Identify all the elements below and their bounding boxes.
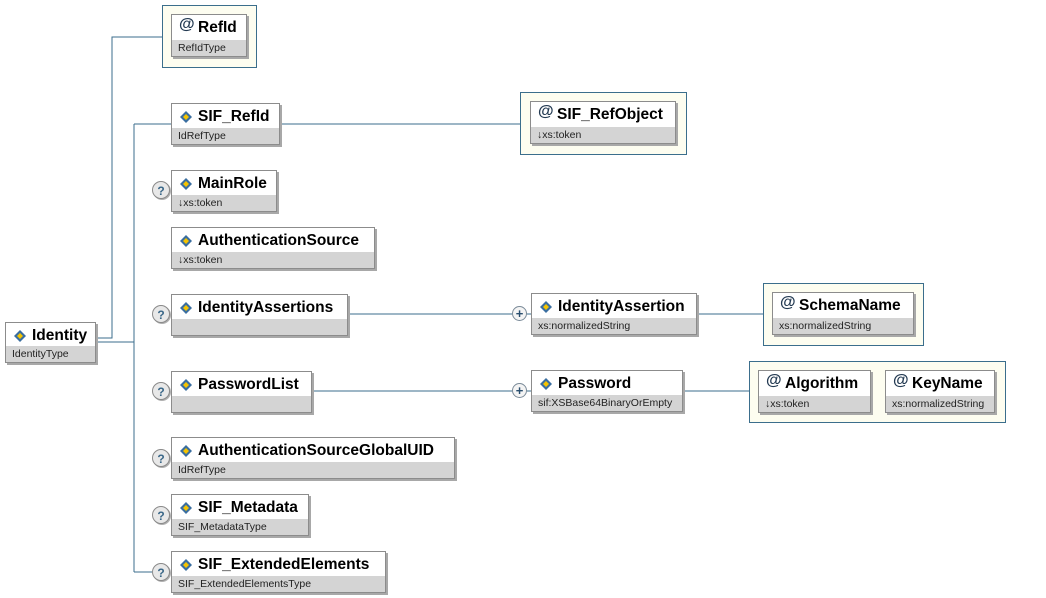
attribute-name: RefId: [198, 19, 237, 36]
attribute-name: KeyName: [912, 375, 983, 392]
element-password[interactable]: Password sif:XSBase64BinaryOrEmpty: [531, 370, 683, 412]
optional-icon: ?: [152, 506, 170, 524]
element-name: PasswordList: [198, 376, 299, 393]
element-icon: [180, 235, 192, 247]
attribute-name: Algorithm: [785, 375, 859, 392]
attribute-name: SchemaName: [799, 297, 901, 314]
element-name: IdentityAssertion: [558, 298, 685, 315]
attribute-keyname[interactable]: @ KeyName xs:normalizedString: [885, 370, 995, 413]
element-sif-metadata[interactable]: SIF_Metadata SIF_MetadataType: [171, 494, 309, 536]
element-icon: [180, 302, 192, 314]
element-type: IdentityType: [6, 346, 95, 362]
optional-icon: ?: [152, 563, 170, 581]
attribute-icon: @: [780, 294, 796, 311]
element-type: IdRefType: [172, 462, 454, 478]
element-type: IdRefType: [172, 128, 279, 144]
element-icon: [180, 379, 192, 391]
attribute-type: ↓xs:token: [759, 396, 870, 412]
element-sif-refid[interactable]: SIF_RefId IdRefType: [171, 103, 280, 145]
element-type: ↓xs:token: [172, 252, 374, 268]
optional-icon: ?: [152, 449, 170, 467]
element-icon: [14, 330, 26, 342]
element-icon: [180, 111, 192, 123]
element-icon: [180, 502, 192, 514]
attribute-icon: @: [766, 372, 782, 389]
attribute-sif-refobject[interactable]: @ SIF_RefObject ↓xs:token: [530, 101, 676, 144]
element-name: SIF_Metadata: [198, 499, 298, 516]
element-authenticationsourceglobaluid[interactable]: AuthenticationSourceGlobalUID IdRefType: [171, 437, 455, 479]
element-type: [172, 319, 347, 335]
optional-icon: ?: [152, 181, 170, 199]
element-icon: [540, 378, 552, 390]
element-icon: [180, 559, 192, 571]
element-type: xs:normalizedString: [532, 318, 696, 334]
attribute-icon: @: [179, 16, 195, 33]
element-name: IdentityAssertions: [198, 299, 334, 316]
optional-icon: ?: [152, 305, 170, 323]
element-type: SIF_MetadataType: [172, 519, 308, 535]
element-name: Password: [558, 375, 632, 392]
element-identityassertion[interactable]: IdentityAssertion xs:normalizedString: [531, 293, 697, 335]
element-mainrole[interactable]: MainRole ↓xs:token: [171, 170, 277, 212]
element-name: SIF_ExtendedElements: [198, 556, 370, 573]
element-authenticationsource[interactable]: AuthenticationSource ↓xs:token: [171, 227, 375, 269]
element-sif-extendedelements[interactable]: SIF_ExtendedElements SIF_ExtendedElement…: [171, 551, 386, 593]
attribute-schemaname[interactable]: @ SchemaName xs:normalizedString: [772, 292, 914, 335]
element-type: SIF_ExtendedElementsType: [172, 576, 385, 592]
root-element-identity[interactable]: Identity IdentityType: [5, 322, 96, 363]
attribute-icon: @: [893, 372, 909, 389]
element-passwordlist[interactable]: PasswordList: [171, 371, 312, 413]
element-name: AuthenticationSourceGlobalUID: [198, 442, 434, 459]
expand-icon[interactable]: +: [512, 383, 527, 398]
attribute-icon: @: [538, 103, 554, 120]
attribute-type: ↓xs:token: [531, 127, 675, 143]
element-type: [172, 396, 311, 412]
attribute-name: SIF_RefObject: [557, 106, 663, 123]
element-name: Identity: [32, 327, 88, 344]
expand-icon[interactable]: +: [512, 306, 527, 321]
element-name: MainRole: [198, 175, 267, 192]
element-icon: [540, 301, 552, 313]
element-icon: [180, 178, 192, 190]
attribute-type: xs:normalizedString: [886, 396, 994, 412]
element-type: sif:XSBase64BinaryOrEmpty: [532, 395, 682, 411]
element-name: SIF_RefId: [198, 108, 270, 125]
element-icon: [180, 445, 192, 457]
attribute-refid[interactable]: @ RefId RefIdType: [171, 14, 247, 57]
attribute-algorithm[interactable]: @ Algorithm ↓xs:token: [758, 370, 871, 413]
optional-icon: ?: [152, 382, 170, 400]
attribute-type: xs:normalizedString: [773, 318, 913, 334]
element-name: AuthenticationSource: [198, 232, 360, 249]
element-identityassertions[interactable]: IdentityAssertions: [171, 294, 348, 336]
element-type: ↓xs:token: [172, 195, 276, 211]
attribute-type: RefIdType: [172, 40, 246, 56]
